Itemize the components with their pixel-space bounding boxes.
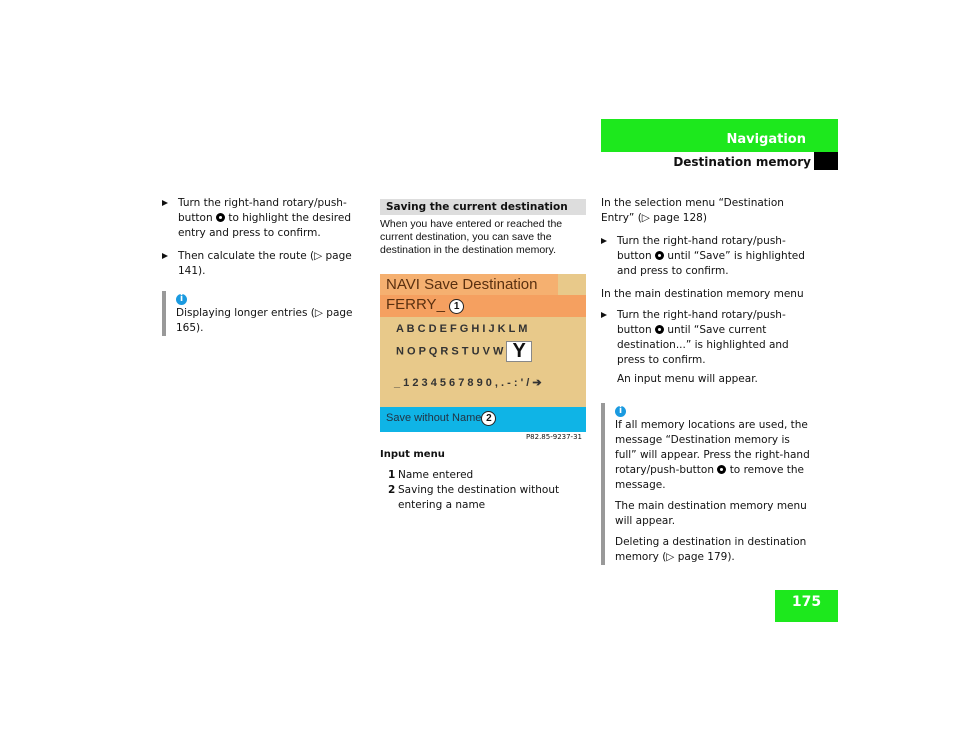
paragraph: In the main destination memory menu [601,288,804,300]
text: until “Save” is highlighted and press to… [617,250,805,277]
letter-row-1: A B C D E F G H I J K L M [396,323,528,335]
section-marker [814,152,838,170]
paragraph: The main destination memory menu will ap… [615,500,807,527]
info-icon: i [176,294,187,305]
callout-1: 1 [449,299,465,314]
bullet-step: Turn the right-hand rotary/push-button u… [601,308,813,368]
text: Turn the right-hand rotary/push-button [178,197,347,224]
letter-row-2: N O P Q R S T U V W Y [380,337,586,362]
bullet-step: Turn the right-hand rotary/push-button t… [162,196,367,241]
subsection-title: Destination memory [673,155,811,169]
text: to remove the message. [615,464,805,491]
text: Turn the right-hand rotary/push-button [617,235,786,262]
section-heading: Saving the current destination [380,199,586,215]
caption: Input menu [380,449,445,460]
letters: N O P Q R S T U V W [396,345,504,358]
paragraph: In the selection menu “Destination Entry… [601,197,784,224]
page-number: 175 [775,590,838,622]
bullet-step: Then calculate the route (▷ page 141). [162,249,367,279]
navi-screen-image: NAVI Save Destination FERRY_ 1 A B C D E… [380,274,586,432]
info-box: i Displaying longer entries (▷ page 165)… [162,291,367,336]
entry-text: FERRY_ [386,296,445,313]
text: If all memory locations are used, the me… [615,419,810,476]
section-header: Navigation [601,119,838,152]
text: Turn the right-hand rotary/push-button [617,309,786,336]
left-column: Turn the right-hand rotary/push-button t… [162,196,367,336]
right-column: In the selection menu “Destination Entry… [601,196,813,565]
entry-field: FERRY_ 1 [380,295,586,317]
callout-2: 2 [481,411,497,426]
rotary-knob-icon [654,325,664,334]
middle-column: Saving the current destination When you … [380,199,586,257]
legend-number: 1 [388,469,396,481]
intro-text: When you have entered or reached the cur… [380,218,563,256]
bullet-step: Turn the right-hand rotary/push-button u… [601,234,813,279]
legend-text: Name entered [398,469,474,481]
paragraph: Deleting a destination in destination me… [615,536,807,563]
selected-letter[interactable]: Y [506,341,532,362]
image-code: P82.85-9237-31 [525,433,582,441]
legend-number: 2 [388,484,396,496]
rotary-knob-icon [654,251,664,260]
rotary-knob-icon [215,213,225,222]
section-title: Navigation [726,132,806,147]
text: until “Save current destination...” is h… [617,324,789,366]
paragraph: An input menu will appear. [617,373,758,385]
info-box: i If all memory locations are used, the … [601,403,813,565]
button-label: Save without Name [386,412,482,424]
legend-text: Saving the destination without entering … [398,484,560,511]
number-row: _ 1 2 3 4 5 6 7 8 9 0 , . - : ' / ➔ [394,377,542,389]
info-text: Displaying longer entries (▷ page 165). [176,307,353,334]
screen-title: NAVI Save Destination [380,274,558,295]
rotary-knob-icon [717,465,727,474]
text: to highlight the desired entry and press… [178,212,352,239]
info-icon: i [615,406,626,417]
